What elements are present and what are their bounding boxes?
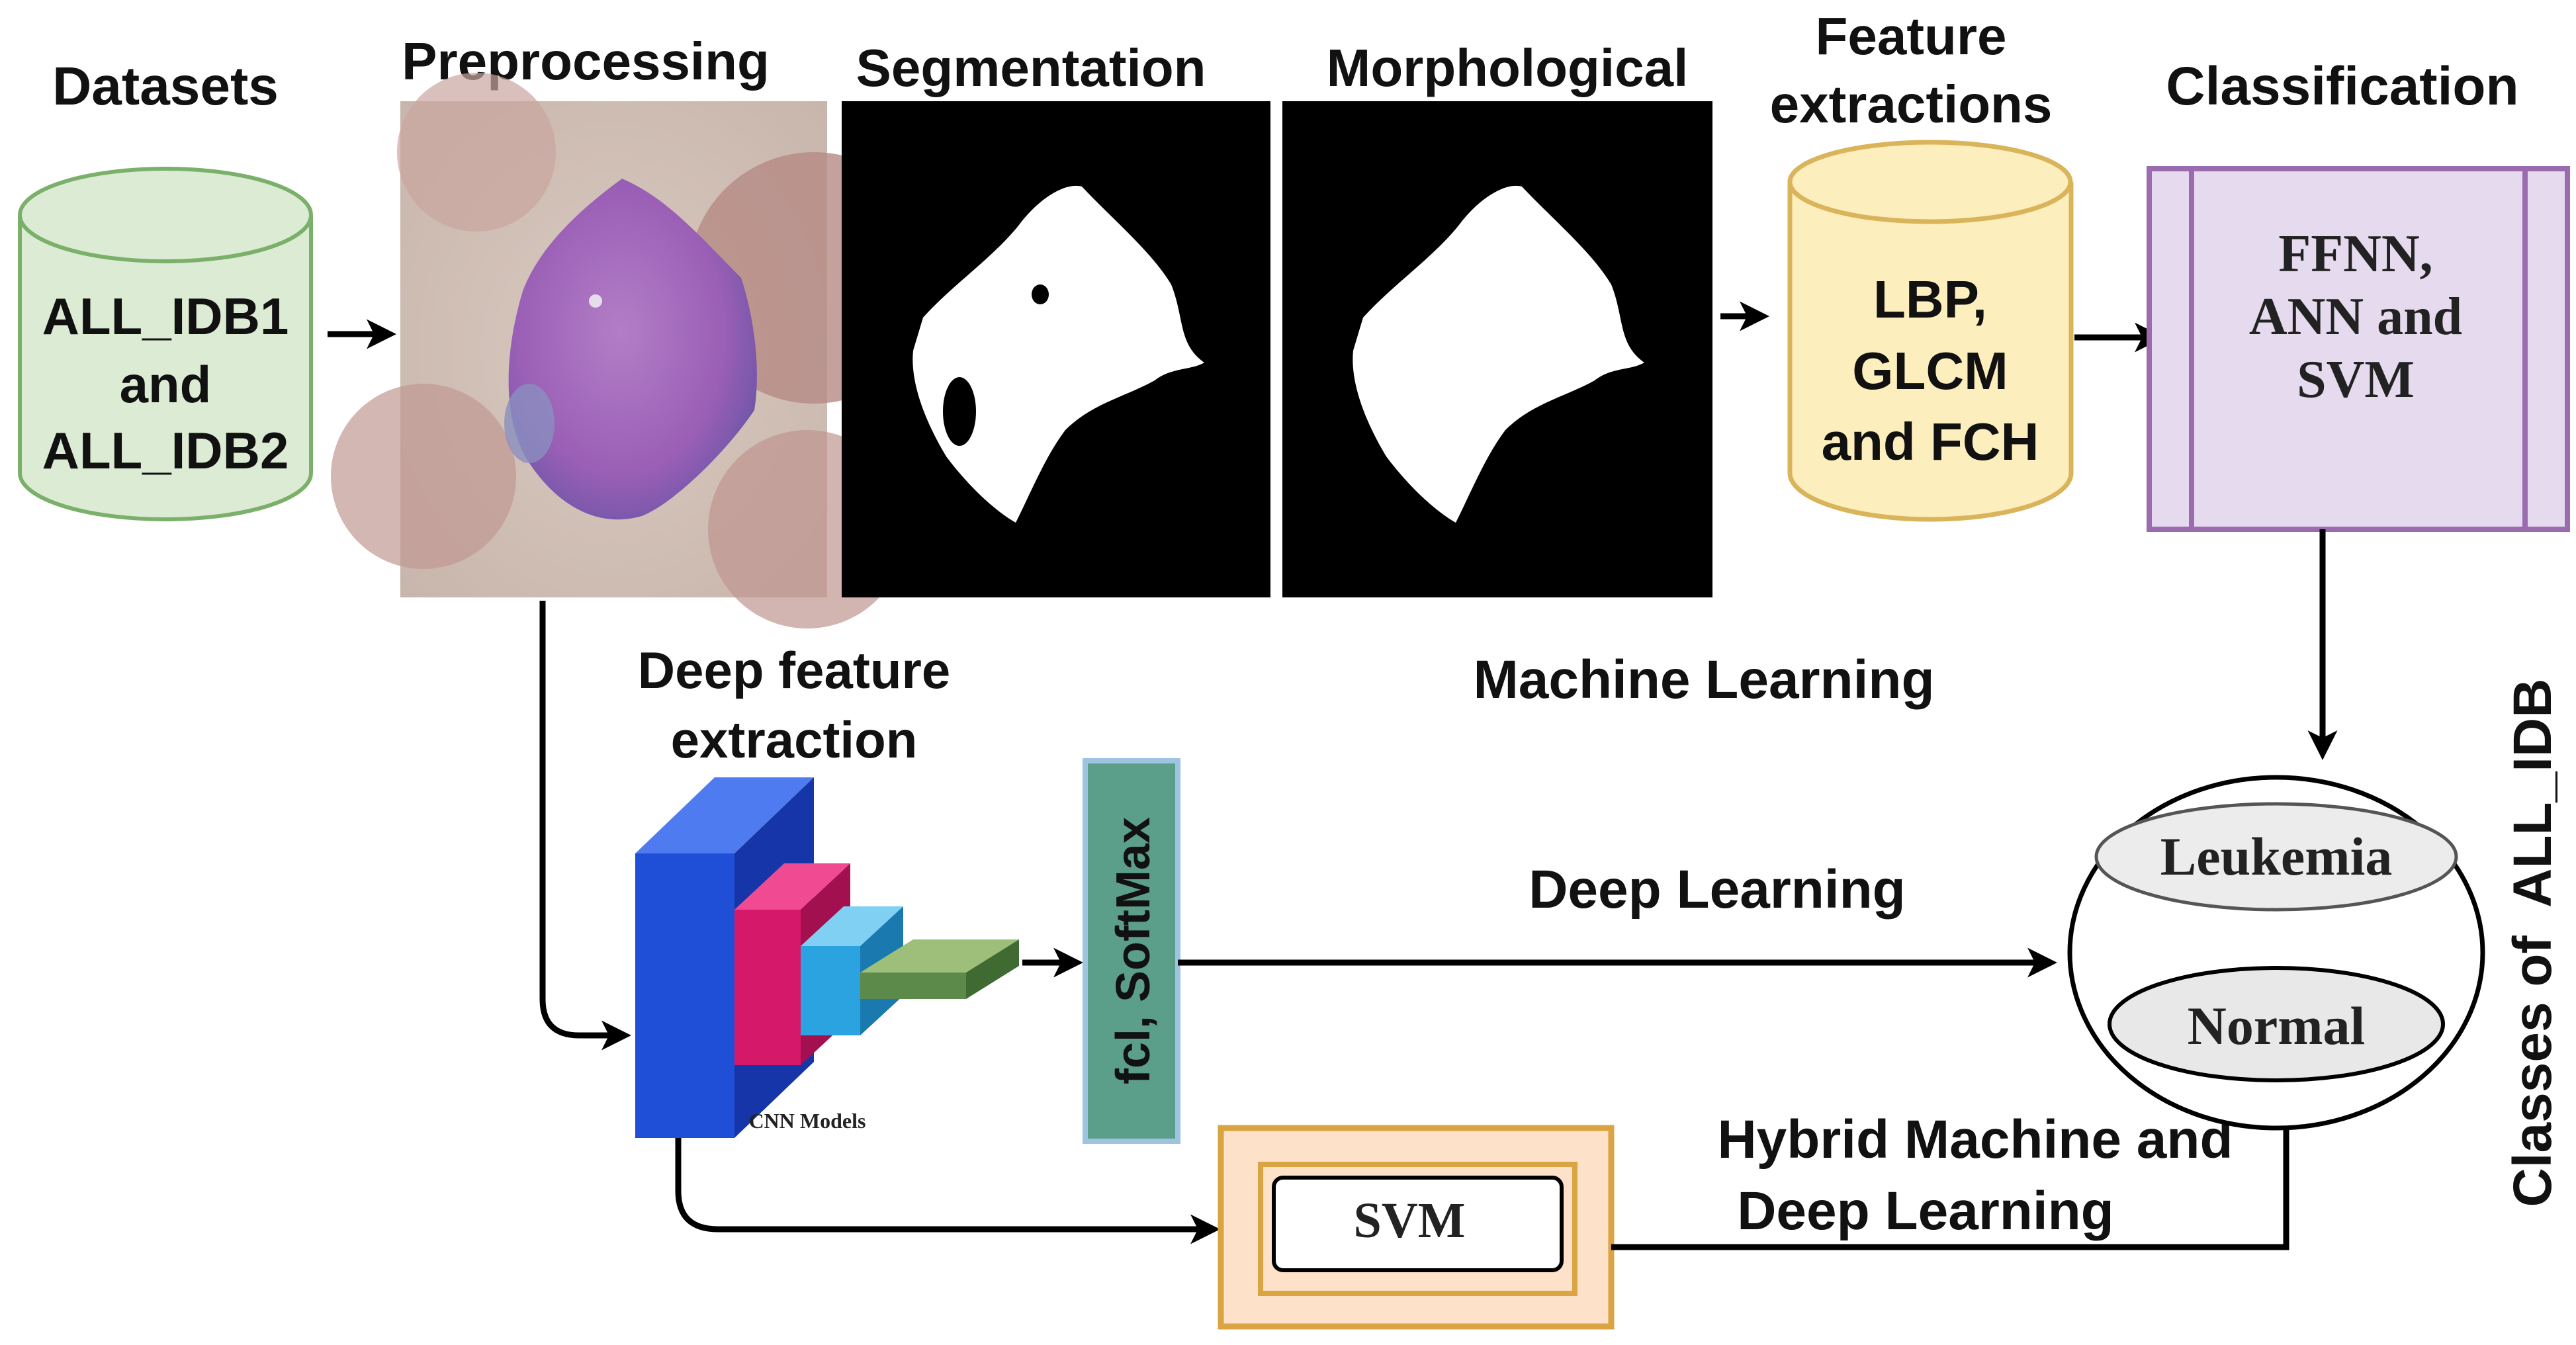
features-line-3: and FCH <box>1822 412 2039 471</box>
cnn-model-illustration: CNN Models <box>635 777 1019 1138</box>
fcl-softmax-label: fcl, SoftMax <box>1107 817 1160 1084</box>
machine-learning-label: Machine Learning <box>1473 650 1934 710</box>
classes-vertical-label: Classes of ALL_IDB <box>2503 679 2563 1207</box>
classifier-line-3: SVM <box>2297 351 2415 409</box>
morphological-heading: Morphological <box>1327 38 1689 97</box>
dataset-line-3: ALL_IDB2 <box>42 421 289 480</box>
normal-class <box>2108 966 2445 1082</box>
segmentation-image <box>842 101 1270 597</box>
arrow-cnn-to-svm <box>675 1138 1220 1244</box>
normal-label: Normal <box>2188 996 2366 1056</box>
classes-circle: Leukemia Normal <box>2067 775 2485 1131</box>
arrow-preprocessing-to-cnn <box>539 601 631 1051</box>
hybrid-label-line2: Deep Learning <box>1737 1181 2114 1241</box>
morphological-image <box>1282 101 1712 597</box>
deep-learning-label: Deep Learning <box>1529 859 1906 920</box>
features-line-1: LBP, <box>1873 270 1987 329</box>
classification-heading: Classification <box>2166 56 2518 116</box>
leukemia-label: Leukemia <box>2160 826 2393 887</box>
dataset-cylinder: ALL_IDB1 and ALL_IDB2 <box>18 167 313 521</box>
features-cylinder: LBP, GLCM and FCH <box>1787 140 2074 522</box>
feature-heading-line2: extractions <box>1770 75 2053 134</box>
cnn-caption: CNN Models <box>749 1109 866 1133</box>
datasets-heading: Datasets <box>52 56 279 116</box>
arrow-svm-to-classes <box>1611 1098 2301 1250</box>
deep-feature-heading-line2: extraction <box>671 711 918 769</box>
classifier-line-2: ANN and <box>2249 288 2462 346</box>
fcl-softmax-box: fcl, SoftMax <box>1083 758 1180 1144</box>
svm-box: SVM <box>1218 1125 1615 1330</box>
dataset-line-1: ALL_IDB1 <box>42 287 289 345</box>
hybrid-label-line1: Hybrid Machine and <box>1717 1109 2233 1170</box>
feature-heading-line1: Feature <box>1816 7 2007 65</box>
segmentation-heading: Segmentation <box>856 38 1206 97</box>
leukemia-class <box>2094 802 2458 912</box>
svm-label: SVM <box>1354 1193 1466 1248</box>
dataset-line-2: and <box>120 355 212 413</box>
classifier-line-1: FFNN, <box>2278 225 2432 283</box>
features-line-2: GLCM <box>1852 341 2008 400</box>
deep-feature-heading-line1: Deep feature <box>638 641 951 699</box>
classifier-box: FFNN, ANN and SVM <box>2147 166 2570 532</box>
